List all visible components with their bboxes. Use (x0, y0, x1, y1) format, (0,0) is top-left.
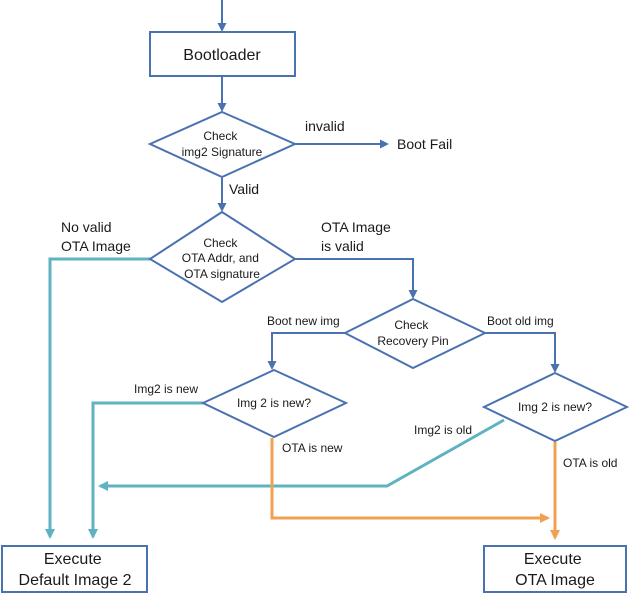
svg-text:Execute Default Image 2: Execute Default Image 2 (19, 551, 132, 589)
check-ota-line-3: OTA signature (184, 267, 260, 281)
check-ota-diamond: Check OTA Addr, and OTA signature (148, 210, 297, 304)
boot-old-img-arrow (485, 332, 560, 373)
execute-default-line-2: Default Image 2 (19, 572, 132, 589)
execute-ota-line-1: Execute (524, 551, 582, 568)
edge-label-ota-valid-2: is valid (321, 238, 364, 254)
edge-label-boot-new: Boot new img (267, 314, 340, 328)
bootloader-label: Bootloader (183, 47, 261, 64)
no-valid-ota-path (45, 257, 150, 539)
edge-label-valid: Valid (229, 181, 259, 197)
check-recovery-pin-diamond: Check Recovery Pin (342, 297, 488, 370)
edge-label-img2-is-new: Img2 is new (134, 382, 198, 396)
execute-ota-line-2: OTA Image (515, 572, 595, 589)
img2-is-new-path (88, 401, 203, 539)
img2-new-left-diamond: Img 2 is new? (200, 368, 349, 439)
img2-new-left-label: Img 2 is new? (237, 396, 311, 410)
check-ota-line-1: Check (203, 236, 238, 250)
execute-default-line-1: Execute (44, 551, 102, 568)
execute-default-image-box: Execute Default Image 2 (1, 545, 148, 593)
check-signature-line-2: img2 Signature (182, 145, 263, 159)
svg-text:Execute OTA Image: Execute OTA Image (515, 551, 595, 589)
boot-fail-label: Boot Fail (397, 136, 452, 152)
svg-text:Check OTA Addr, and: Check OTA Addr, and OTA signature (182, 236, 263, 281)
img2-is-old-path (98, 418, 505, 491)
bootloader-box: Bootloader (149, 31, 296, 77)
edge-label-boot-old: Boot old img (487, 314, 554, 328)
check-recovery-line-1: Check (394, 318, 429, 332)
svg-text:OTA Image is valid: OTA Image is valid (321, 219, 395, 254)
edge-label-img2-is-old: Img2 is old (414, 423, 472, 437)
edge-label-ota-is-old: OTA is old (563, 456, 617, 470)
boot-new-img-arrow (267, 332, 345, 370)
edge-label-no-valid-1: No valid (61, 219, 112, 235)
edge-label-invalid: invalid (305, 118, 345, 134)
img2-new-right-diamond: Img 2 is new? (481, 371, 629, 443)
check-signature-line-1: Check (203, 129, 238, 143)
edge-label-no-valid-2: OTA Image (61, 238, 131, 254)
execute-ota-image-box: Execute OTA Image (483, 545, 627, 593)
edge-label-ota-is-new: OTA is new (282, 441, 343, 455)
ota-is-new-path (270, 438, 550, 523)
svg-text:No valid OTA Image: No valid OTA Image (61, 219, 131, 254)
img2-new-right-label: Img 2 is new? (518, 400, 592, 414)
edge-label-ota-valid-1: OTA Image (321, 219, 391, 235)
check-ota-line-2: OTA Addr, and (182, 251, 259, 265)
check-recovery-line-2: Recovery Pin (377, 334, 448, 348)
ota-valid-arrow (295, 258, 418, 299)
svg-text:Check Recovery Pin: Check Recovery Pin (377, 318, 448, 348)
svg-text:Check img2 Signature: Check img2 Signature (182, 129, 263, 159)
check-signature-diamond: Check img2 Signature (147, 110, 298, 179)
